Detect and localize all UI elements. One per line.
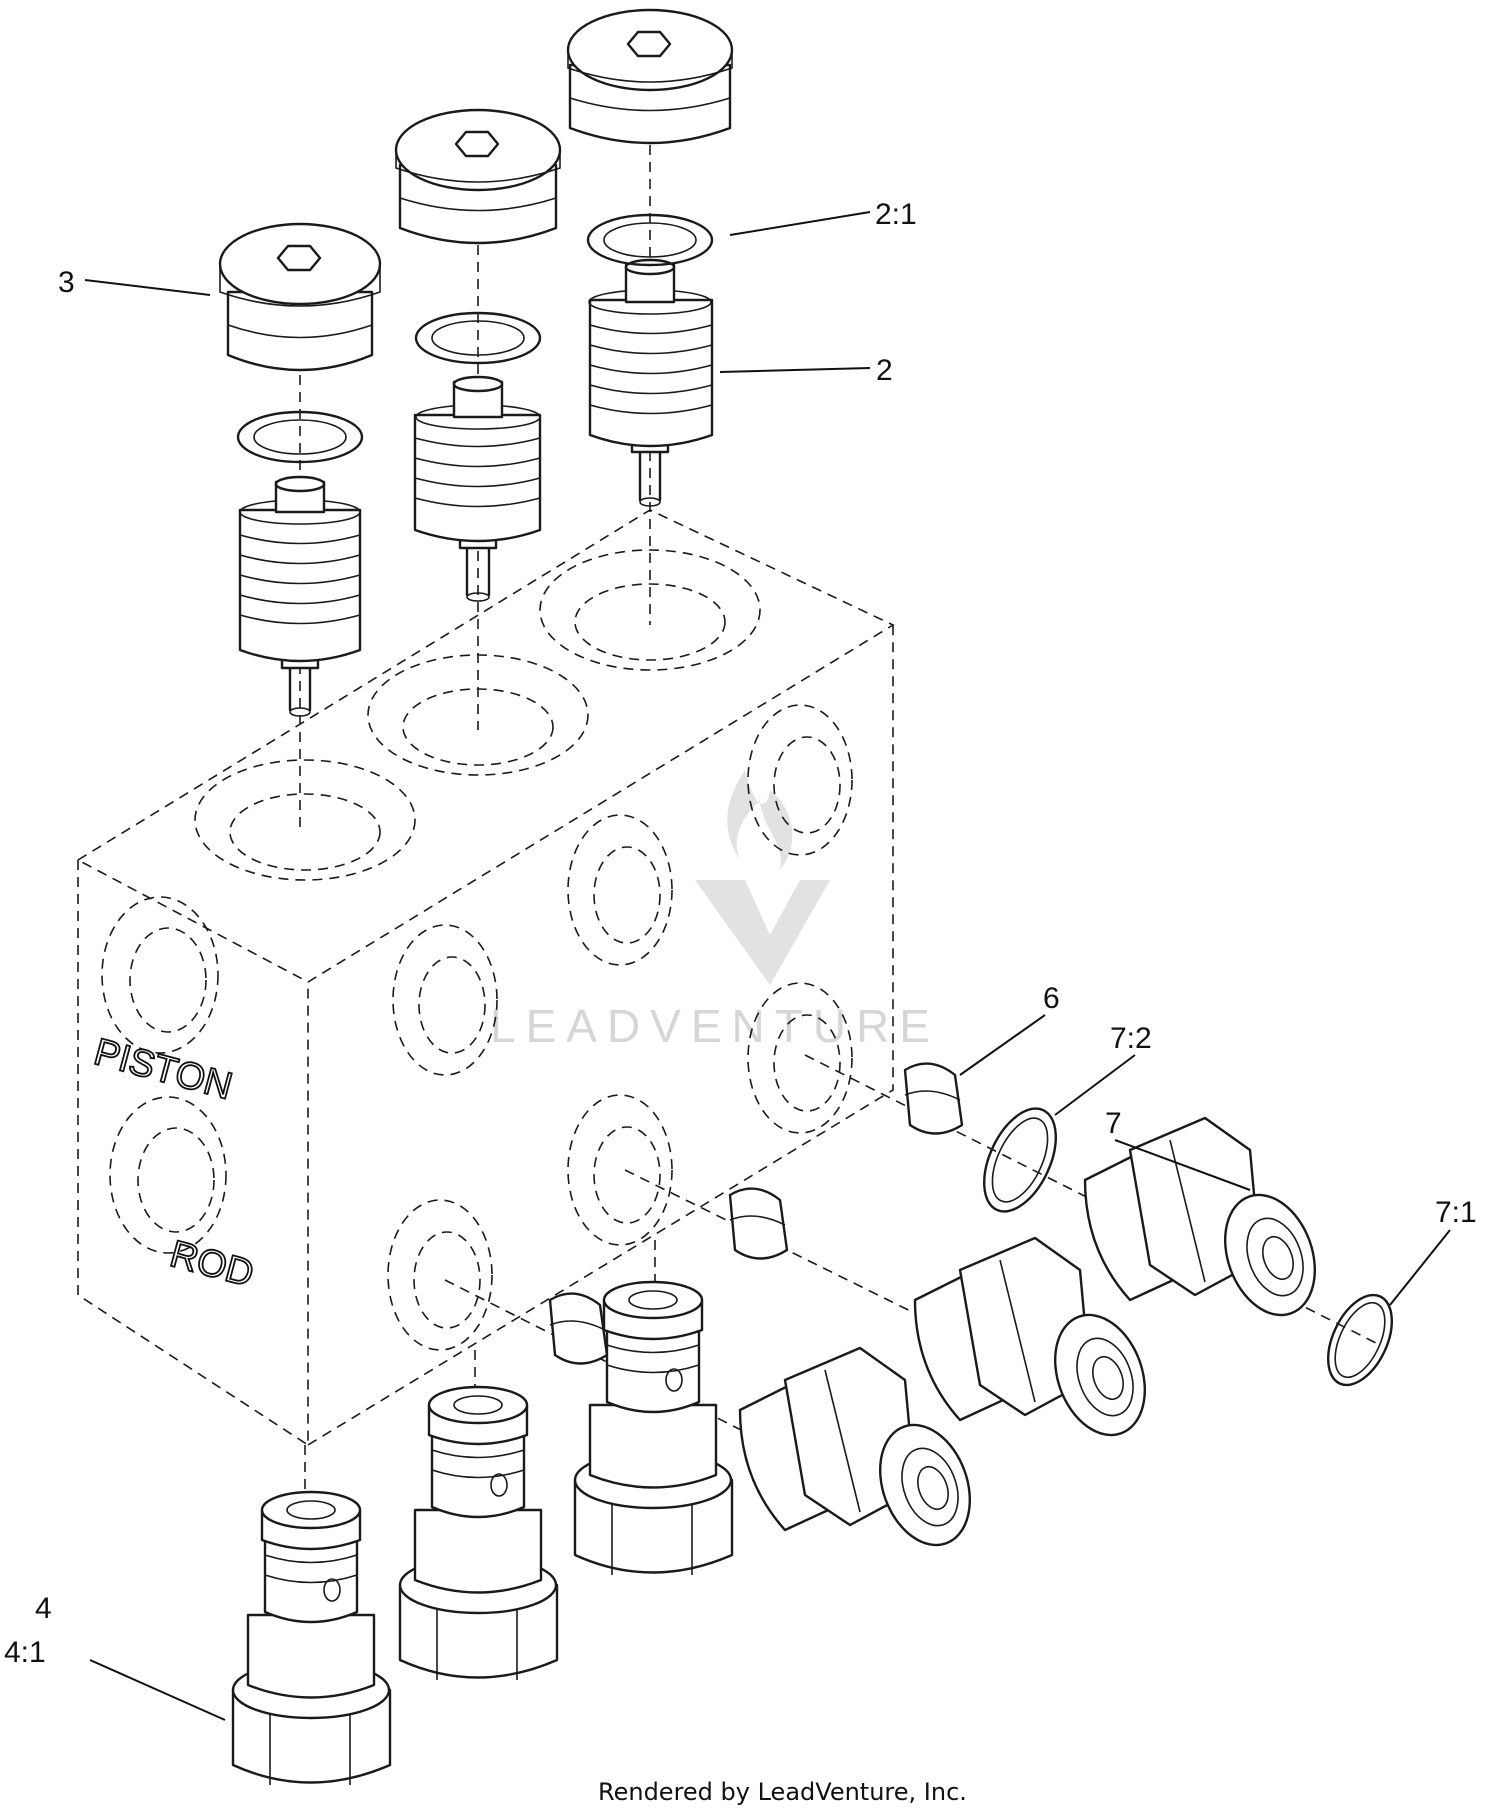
- front-port-rings: [101, 896, 227, 1254]
- plug-left: [218, 222, 382, 372]
- callout-7-1: 7:1: [1435, 1196, 1477, 1229]
- watermark-text: LEADVENTURE: [490, 1000, 940, 1052]
- relief-valve-left: [231, 1490, 392, 1785]
- rod-port-label: ROD: [166, 1233, 258, 1295]
- callout-3: 3: [58, 266, 75, 299]
- fitting-middle: [913, 1236, 1147, 1437]
- callout-7-2: 7:2: [1110, 1022, 1152, 1055]
- piston-port-label: PISTON: [90, 1031, 237, 1108]
- relief-valve-middle: [398, 1385, 559, 1680]
- fitting-bottom: [738, 1346, 972, 1547]
- relief-valve-right: [573, 1280, 734, 1575]
- plug-middle: [394, 108, 562, 245]
- callout-6: 6: [1043, 982, 1060, 1015]
- o-ring-7-2: [983, 1107, 1057, 1213]
- fitting-top: [1083, 1116, 1317, 1317]
- plug-right: [566, 8, 734, 145]
- callout-2-1: 2:1: [875, 198, 917, 231]
- orifice-plug-middle: [728, 1187, 789, 1260]
- watermark-logo: [695, 770, 830, 985]
- orifice-plug-top: [903, 1062, 964, 1135]
- callout-2: 2: [876, 354, 893, 387]
- o-ring-7-1: [1327, 1293, 1393, 1387]
- o-ring-middle: [414, 311, 542, 365]
- cartridge-valve-right: [588, 258, 714, 507]
- side-port-rings: [387, 704, 853, 1351]
- cartridge-valve-middle: [413, 375, 542, 602]
- orifice-plug-bottom: [548, 1292, 609, 1365]
- cartridge-valve-left: [238, 475, 362, 717]
- center-lines: [299, 60, 1381, 1565]
- callout-4-1: 4:1: [4, 1636, 46, 1669]
- o-ring-left: [236, 410, 364, 464]
- o-ring-right: [586, 213, 714, 267]
- callout-4: 4: [35, 1592, 52, 1625]
- callout-leaders: [84, 211, 1451, 1721]
- render-credit: Rendered by LeadVenture, Inc.: [598, 1778, 967, 1806]
- callout-7: 7: [1105, 1107, 1122, 1140]
